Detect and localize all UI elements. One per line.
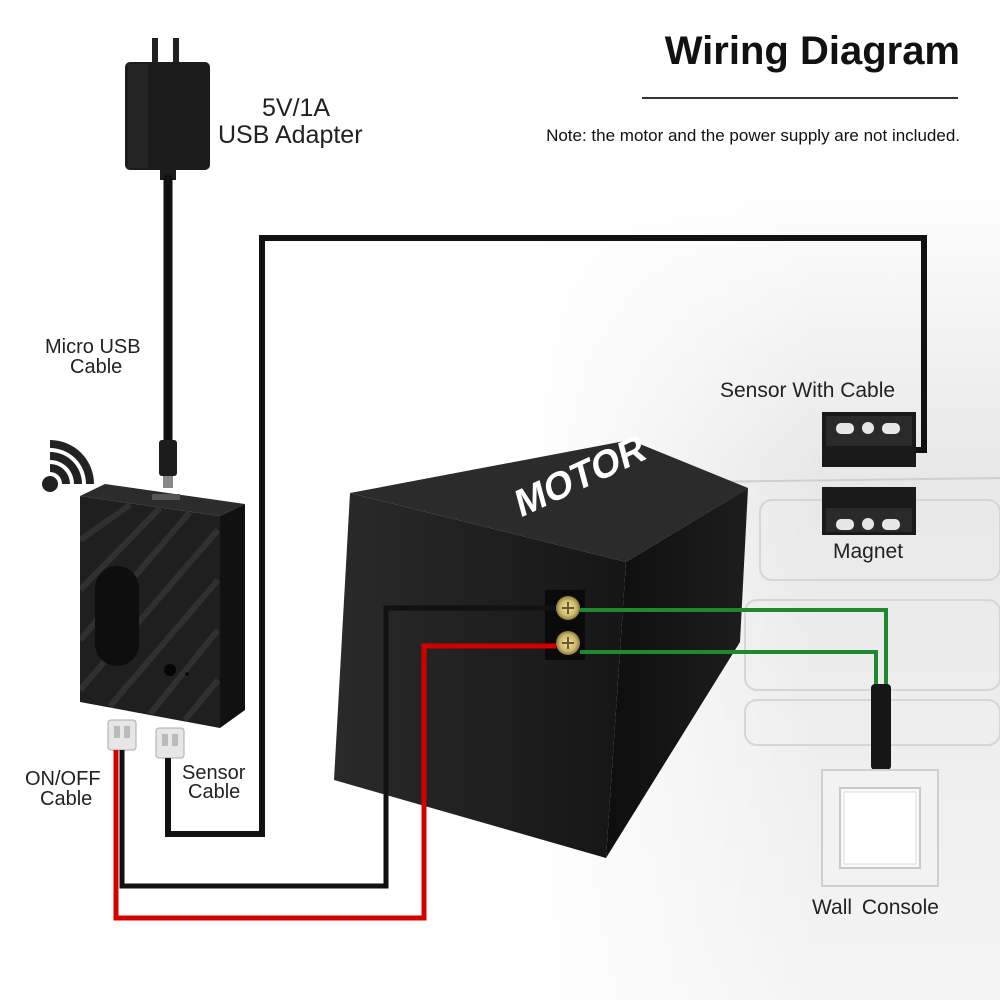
onoff-label-line1: ON/OFF (25, 768, 101, 790)
onoff-connector (107, 719, 137, 751)
usb-adapter (125, 38, 210, 180)
sensor-cable-label-line1: Sensor (182, 762, 246, 784)
wifi-icon (42, 440, 94, 492)
onoff-red-wire (113, 643, 556, 921)
wall-console (821, 769, 939, 887)
controller-device (80, 484, 245, 728)
sensor-wire (165, 235, 927, 837)
micro-usb-label-line1: Micro USB (45, 336, 141, 358)
magnet-label: Magnet (833, 540, 904, 563)
micro-usb-label-line2: Cable (70, 356, 123, 378)
sensor-cable-label-line2: Cable (188, 781, 241, 803)
console-wire-bottom (580, 650, 878, 686)
console-wire-top (580, 608, 888, 686)
onoff-label-line2: Cable (40, 788, 93, 810)
adapter-label-line2: USB Adapter (218, 121, 363, 149)
console-cable (871, 684, 891, 770)
sensor-with-cable-label: Sensor With Cable (720, 379, 896, 402)
title-divider (642, 97, 958, 99)
magnet (822, 487, 916, 535)
wall-console-label: Wall Console (812, 896, 939, 919)
page-title: Wiring Diagram (664, 29, 960, 73)
micro-usb-cable (159, 173, 177, 488)
onoff-black-wire (119, 605, 556, 889)
adapter-label-line1: 5V/1A (262, 94, 331, 122)
door-sensor (822, 412, 916, 467)
note-text: Note: the motor and the power supply are… (546, 126, 960, 145)
sensor-connector (155, 727, 185, 759)
